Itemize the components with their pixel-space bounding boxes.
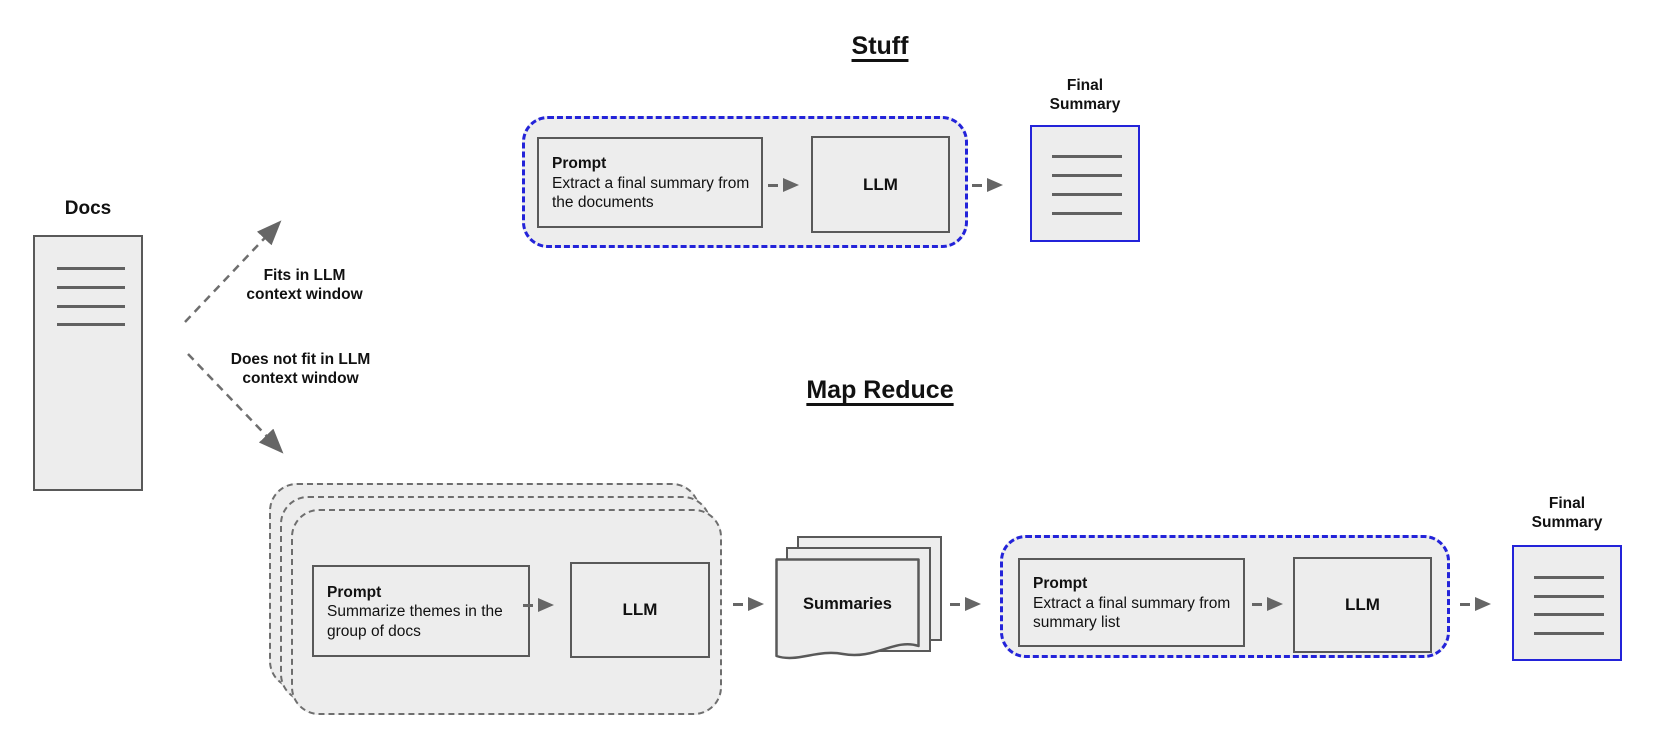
prompt-body: Extract a final summary from the documen… xyxy=(552,174,750,212)
prompt-body: Extract a final summary from summary lis… xyxy=(1033,594,1231,632)
arrow-icon xyxy=(733,597,764,611)
map-llm-box: LLM xyxy=(570,562,710,658)
docs-label: Docs xyxy=(64,198,112,219)
summaries-label: Summaries xyxy=(803,594,892,613)
doc-line xyxy=(1052,193,1122,196)
prompt-body: Summarize themes in the group of docs xyxy=(327,603,503,640)
arrow-icon xyxy=(950,597,981,611)
doc-line xyxy=(1534,595,1604,598)
map-prompt-box: Prompt Summarize themes in the group of … xyxy=(312,565,530,657)
arrow-icon xyxy=(768,178,799,192)
reduce-final-summary-document-icon xyxy=(1512,545,1622,661)
prompt-title: Prompt xyxy=(552,155,607,173)
stuff-final-summary-label: Final Summary xyxy=(1049,77,1121,113)
doc-line xyxy=(1052,155,1122,158)
doc-line xyxy=(1534,613,1604,616)
doc-line xyxy=(57,305,125,308)
stuff-final-summary-document-icon xyxy=(1030,125,1140,242)
doc-line xyxy=(57,267,125,270)
dashed-arrow-up-icon xyxy=(184,220,282,323)
prompt-title: Prompt xyxy=(1033,575,1088,593)
summaries-document-front-icon xyxy=(775,558,920,660)
branch-label-not-fit: Does not fit in LLM context window xyxy=(230,351,371,387)
doc-line xyxy=(57,323,125,326)
stuff-prompt-box: Prompt Extract a final summary from the … xyxy=(537,137,763,228)
stuff-title: Stuff xyxy=(851,32,909,60)
arrow-icon xyxy=(523,598,554,612)
reduce-llm-box: LLM xyxy=(1293,557,1432,653)
branch-label-fits: Fits in LLM context window xyxy=(246,267,363,303)
reduce-final-summary-label: Final Summary xyxy=(1531,495,1603,531)
doc-line xyxy=(1534,576,1604,579)
reduce-prompt-box: Prompt Extract a final summary from summ… xyxy=(1018,558,1245,647)
doc-line xyxy=(1052,212,1122,215)
stuff-llm-box: LLM xyxy=(811,136,950,233)
prompt-title: Prompt xyxy=(327,583,382,601)
arrow-icon xyxy=(1252,597,1283,611)
doc-line xyxy=(1534,632,1604,635)
map-reduce-title: Map Reduce xyxy=(806,376,954,404)
doc-line xyxy=(1052,174,1122,177)
arrow-icon xyxy=(972,178,1003,192)
docs-document-icon xyxy=(33,235,143,491)
arrow-icon xyxy=(1460,597,1491,611)
doc-line xyxy=(57,286,125,289)
